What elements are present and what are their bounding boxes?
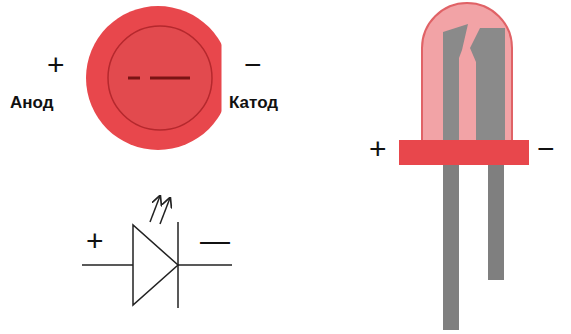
anode-mark: [128, 77, 140, 80]
side-minus: −: [537, 134, 555, 164]
anode-leg: [443, 160, 459, 330]
led-side-view: [399, 3, 529, 330]
label-position: +: [369, 134, 387, 164]
side-plus: +: [369, 134, 387, 164]
anode-label: Анод: [10, 94, 54, 111]
cathode-leg: [488, 160, 504, 280]
led-rim: [86, 6, 222, 150]
label-position: +: [86, 226, 104, 256]
led-top-view: [86, 6, 230, 150]
label-position: Катод: [229, 94, 278, 112]
cathode-label: Катод: [229, 94, 278, 111]
symbol-minus: —: [200, 226, 230, 256]
anode-plus: +: [47, 50, 65, 80]
cathode-anvil: [470, 28, 505, 142]
symbol-plus: +: [86, 226, 104, 256]
label-position: −: [537, 134, 555, 164]
led-lens: [108, 26, 212, 130]
led-dome: [422, 3, 512, 142]
label-position: +: [47, 50, 65, 80]
flat-side: [222, 10, 223, 146]
cathode-minus: −: [244, 50, 262, 80]
led-flange: [399, 140, 529, 165]
label-position: —: [200, 226, 230, 256]
label-position: Анод: [10, 94, 54, 112]
label-position: −: [244, 50, 262, 80]
diode-symbol: [82, 196, 232, 308]
anode-post: [443, 24, 468, 142]
cathode-mark: [150, 77, 190, 80]
